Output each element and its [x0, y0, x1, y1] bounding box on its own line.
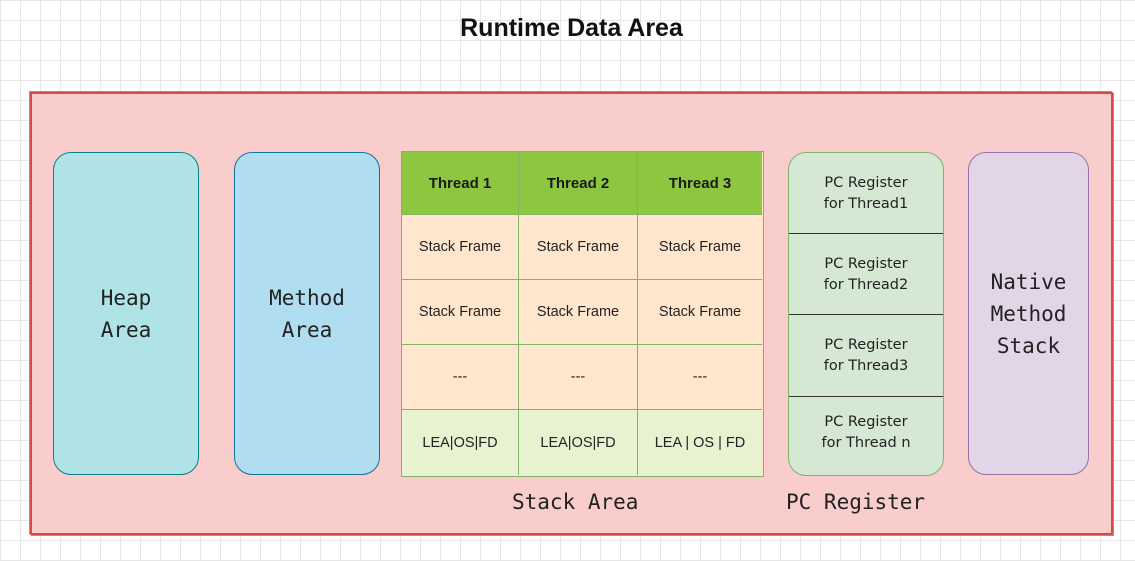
stack-frame-cell: Stack Frame [402, 280, 519, 345]
stack-frame-cell: Stack Frame [638, 215, 762, 280]
thread-2-header: Thread 2 [519, 152, 638, 215]
pc-register-box: PC Register for Thread1 PC Register for … [788, 152, 944, 476]
stack-frame-cell: Stack Frame [519, 215, 638, 280]
stack-frame-cell: Stack Frame [519, 280, 638, 345]
ellipsis-cell: --- [402, 345, 519, 410]
frame-components-cell: LEA|OS|FD [519, 410, 638, 475]
pc-divider [789, 314, 943, 315]
stack-area-caption: Stack Area [512, 490, 639, 514]
heap-area: Heap Area [53, 152, 199, 475]
pc-register-thread-n: PC Register for Thread n [821, 414, 911, 451]
ellipsis-cell: --- [638, 345, 762, 410]
thread-1-header: Thread 1 [402, 152, 519, 215]
ellipsis-cell: --- [519, 345, 638, 410]
frame-components-cell: LEA|OS|FD [402, 410, 519, 475]
pc-divider [789, 233, 943, 234]
pc-register-caption: PC Register [786, 490, 926, 514]
stack-frame-cell: Stack Frame [638, 280, 762, 345]
pc-divider [789, 396, 943, 397]
diagram-title: Runtime Data Area [460, 14, 683, 42]
stack-area-table: Thread 1 Thread 2 Thread 3 Stack Frame S… [401, 151, 764, 477]
native-method-stack: Native Method Stack [968, 152, 1089, 475]
pc-register-thread3: PC Register for Thread3 [823, 336, 909, 374]
frame-components-cell: LEA | OS | FD [638, 410, 762, 475]
stack-frame-cell: Stack Frame [402, 215, 519, 280]
method-area: Method Area [234, 152, 380, 475]
thread-3-header: Thread 3 [638, 152, 762, 215]
pc-register-thread1: PC Register for Thread1 [823, 174, 909, 212]
pc-register-thread2: PC Register for Thread2 [823, 255, 909, 293]
